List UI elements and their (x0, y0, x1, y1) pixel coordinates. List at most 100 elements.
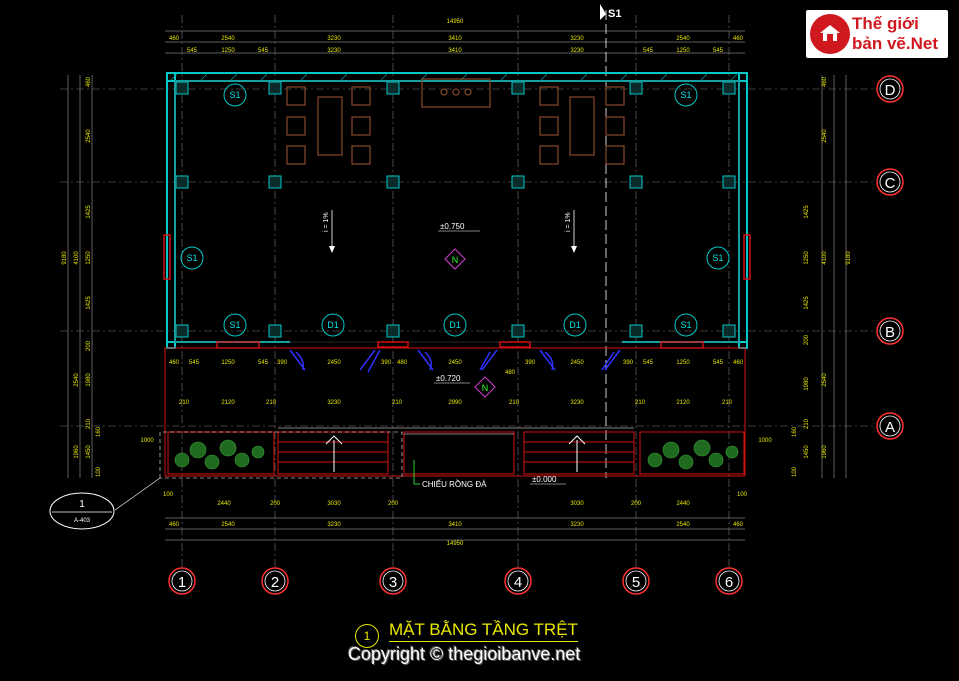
dim-top-2: 1250 (676, 48, 690, 54)
dim-right: 1980 (804, 377, 810, 391)
slope-arrow-left-head (329, 246, 335, 253)
dim-left: 1980 (86, 373, 92, 387)
dim-top: 460 (733, 36, 744, 42)
grid-row-label: C (885, 175, 896, 192)
dim-right: 160 (792, 426, 798, 437)
dim-top: 2540 (676, 36, 690, 42)
dim-right-total: 9180 (846, 251, 852, 265)
dim-bottom: 200 (388, 501, 399, 507)
room-tag-s1: S1 (680, 320, 691, 330)
dim-bottom-2: 460 (169, 522, 180, 528)
dim-bottom-2: 3230 (327, 522, 341, 528)
grid-col-label: 4 (514, 574, 522, 591)
dim-left-total: 4100 (74, 251, 80, 265)
dim-right: 100 (792, 466, 798, 477)
dim-right: 210 (804, 418, 810, 429)
slope-label-left: i = 1% (323, 212, 330, 232)
detail-boundary (159, 431, 403, 479)
dim-bottom: 200 (631, 501, 642, 507)
dim-mid: 390 (277, 360, 288, 366)
dim-right: 1960 (822, 445, 828, 459)
dim-mid-2: 2120 (221, 400, 235, 406)
site-logo[interactable]: Thế giới bản vẽ.Net (806, 10, 948, 58)
dim-bottom: 3030 (327, 501, 341, 507)
level-ground: ±0.000 (532, 475, 557, 484)
top-dimension-lines (67, 30, 847, 541)
dim-overall-bottom: 14950 (447, 541, 464, 547)
dim-right-total: 2540 (822, 373, 828, 387)
dim-bottom-2: 2540 (676, 522, 690, 528)
level-upper: ±0.750 (440, 222, 465, 231)
dim-mid-2: 3230 (327, 400, 341, 406)
dim-mid: 1250 (221, 360, 235, 366)
dim-mid: 545 (643, 360, 654, 366)
room-tag-d1: D1 (327, 320, 339, 330)
detail-ref-number: 1 (79, 499, 85, 510)
pool-note: CHIẾU RỒNG ĐÁ (422, 479, 487, 489)
house-icon (820, 25, 840, 41)
logo-line-2-text: bản vẽ (852, 34, 906, 53)
dim-mid: 2450 (570, 360, 584, 366)
grid-row-label: A (885, 419, 895, 436)
dim-left: 2540 (86, 129, 92, 143)
dim-mid: 545 (189, 360, 200, 366)
dim-right-total: 4100 (822, 251, 828, 265)
room-tag-s1: S1 (229, 90, 240, 100)
grid-bubble-inner (171, 78, 901, 592)
detail-ref-sheet: A-403 (74, 518, 91, 524)
north-marker-icon (444, 248, 466, 270)
dim-mid-2: 210 (392, 400, 403, 406)
dim-mid: 460 (733, 360, 744, 366)
copyright-watermark: Copyright © thegioibanve.net (348, 644, 581, 664)
grid-bubbles (168, 75, 904, 595)
room-tags (180, 83, 730, 337)
grid-row-label: D (885, 82, 896, 99)
dim-top: 3410 (448, 36, 462, 42)
dim-mid-2: 210 (179, 400, 190, 406)
dim-mid-2: 2990 (448, 400, 462, 406)
furniture (286, 78, 625, 165)
north-marker-label: N (452, 255, 459, 265)
logo-line-1: Thế giới (852, 14, 919, 33)
interior-floor-outline (174, 80, 740, 343)
dim-left: 1450 (86, 445, 92, 459)
grid-col-label: 5 (632, 574, 640, 591)
room-tag-s1: S1 (229, 320, 240, 330)
dim-top-2: 3230 (570, 48, 584, 54)
section-mark: S1 (608, 8, 621, 20)
dim-left: 160 (96, 426, 102, 437)
dim-mid-2: 3230 (570, 400, 584, 406)
dim-bottom-2: 3410 (448, 522, 462, 528)
room-tag-d1: D1 (569, 320, 581, 330)
dim-mid-2: 210 (722, 400, 733, 406)
level-porch: ±0.720 (436, 374, 461, 383)
detail-ref-bubble (49, 492, 115, 530)
grid-col-label: 3 (389, 574, 397, 591)
dim-left: 1425 (86, 205, 92, 219)
north-marker-label-2: N (482, 383, 489, 393)
dim-mid: 1250 (676, 360, 690, 366)
dim-right: 1250 (804, 251, 810, 265)
north-marker-icon-2 (474, 376, 496, 398)
dim-mid-2: 210 (635, 400, 646, 406)
dim-mid: 2450 (327, 360, 341, 366)
dim-right: 1425 (804, 205, 810, 219)
room-tag-s1: S1 (680, 90, 691, 100)
dim-left: 1425 (86, 296, 92, 310)
dim-top-2: 545 (713, 48, 724, 54)
dim-mid: 460 (169, 360, 180, 366)
dim-left: 2540 (74, 373, 80, 387)
room-tag-s1: S1 (712, 253, 723, 263)
drawing-title: MẶT BẰNG TẦNG TRỆT (389, 620, 578, 642)
dim-top-2: 545 (643, 48, 654, 54)
dim-top-2: 545 (258, 48, 269, 54)
dim-mid: 390 (525, 360, 536, 366)
dim-right: 200 (804, 334, 810, 345)
dim-left: 1250 (86, 251, 92, 265)
dim-mid: 545 (258, 360, 269, 366)
dim-bottom-2: 3230 (570, 522, 584, 528)
dim-right: 2540 (822, 129, 828, 143)
dim-bottom: 100 (737, 492, 748, 498)
grid-row-label: B (885, 324, 895, 341)
dim-bottom: 3030 (570, 501, 584, 507)
